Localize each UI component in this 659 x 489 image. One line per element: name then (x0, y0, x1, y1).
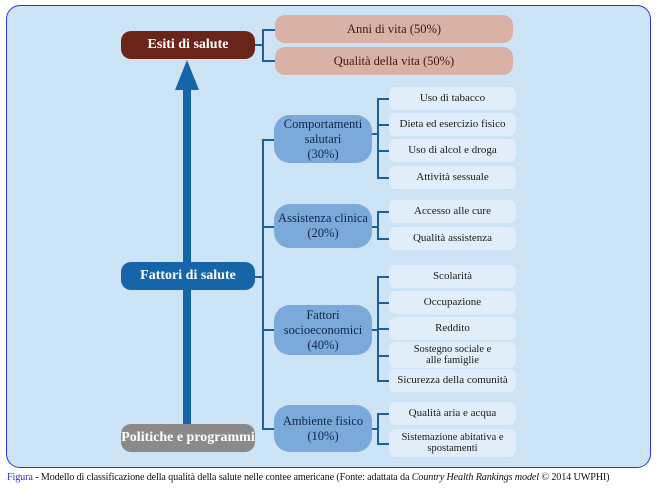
outcome-item: Anni di vita (50%) (275, 15, 513, 43)
outcomes-box: Esiti di salute (121, 31, 255, 59)
connector (262, 329, 274, 331)
connector (377, 413, 379, 443)
connector (372, 428, 378, 430)
connector (377, 413, 389, 415)
connector (377, 124, 389, 126)
connector (262, 428, 274, 430)
category-environment: Ambiente fisico(10%) (274, 405, 372, 452)
factors-box: Fattori di salute (121, 262, 255, 290)
subitem: Sostegno sociale e alle famiglie (389, 342, 516, 368)
subitem: Scolarità (389, 265, 516, 288)
connector (377, 355, 389, 357)
connector (372, 329, 378, 331)
caption-end: © 2014 UWPHI) (538, 472, 610, 483)
category-label: Fattori socioeconomici (283, 307, 363, 337)
subitem: Dieta ed esercizio fisico (389, 113, 516, 136)
policies-box: Politiche e programmi (121, 424, 255, 452)
connector (262, 29, 264, 61)
connector (377, 328, 389, 330)
connector (255, 44, 263, 46)
category-label: Assistenza clinica (278, 211, 368, 225)
connector (377, 302, 389, 304)
subitem: Qualità aria e acqua (389, 402, 516, 425)
upward-arrow-shaft (183, 88, 191, 426)
caption-text: - Modello di classificazione della quali… (32, 472, 412, 483)
category-pct: (30%) (307, 146, 339, 161)
connector (377, 177, 389, 179)
subitem: Accesso alle cure (389, 200, 516, 223)
category-pct: (40%) (307, 337, 339, 352)
figure-caption: Figura - Modello di classificazione dell… (7, 472, 652, 484)
subitem: Attività sessuale (389, 166, 516, 189)
caption-source: Country Health Rankings model (411, 472, 539, 483)
connector (262, 60, 275, 62)
connector (377, 238, 389, 240)
category-label: Comportamenti salutari (283, 116, 363, 146)
subitem: Uso di alcol e droga (389, 139, 516, 162)
subitem: Uso di tabacco (389, 87, 516, 110)
connector (372, 133, 378, 135)
category-socioeconomic: Fattori socioeconomici(40%) (274, 305, 372, 355)
subitem: Sicurezza della comunità (389, 369, 516, 392)
subitem: Qualità assistenza (389, 227, 516, 250)
connector (377, 443, 389, 445)
connector (377, 98, 389, 100)
caption-label: Figura (7, 472, 33, 483)
connector (377, 211, 379, 239)
category-behaviors: Comportamenti salutari(30%) (274, 115, 372, 163)
outcome-item: Qualità della vita (50%) (275, 47, 513, 75)
connector (377, 98, 379, 178)
connector (255, 276, 263, 278)
subitem: Occupazione (389, 291, 516, 314)
category-label: Ambiente fisico (282, 413, 364, 428)
connector (377, 150, 389, 152)
arrow-head-icon (175, 60, 199, 90)
connector (262, 139, 264, 429)
connector (377, 276, 389, 278)
subitem: Reddito (389, 317, 516, 340)
category-pct: (10%) (307, 428, 339, 443)
subitem: Sistemazione abitativa e spostamenti (389, 429, 516, 457)
connector (377, 380, 389, 382)
connector (262, 139, 274, 141)
connector (372, 226, 378, 228)
category-clinical: Assistenza clinica(20%) (274, 204, 372, 248)
connector (262, 29, 275, 31)
connector (262, 226, 274, 228)
category-pct: (20%) (307, 226, 339, 240)
connector (377, 211, 389, 213)
